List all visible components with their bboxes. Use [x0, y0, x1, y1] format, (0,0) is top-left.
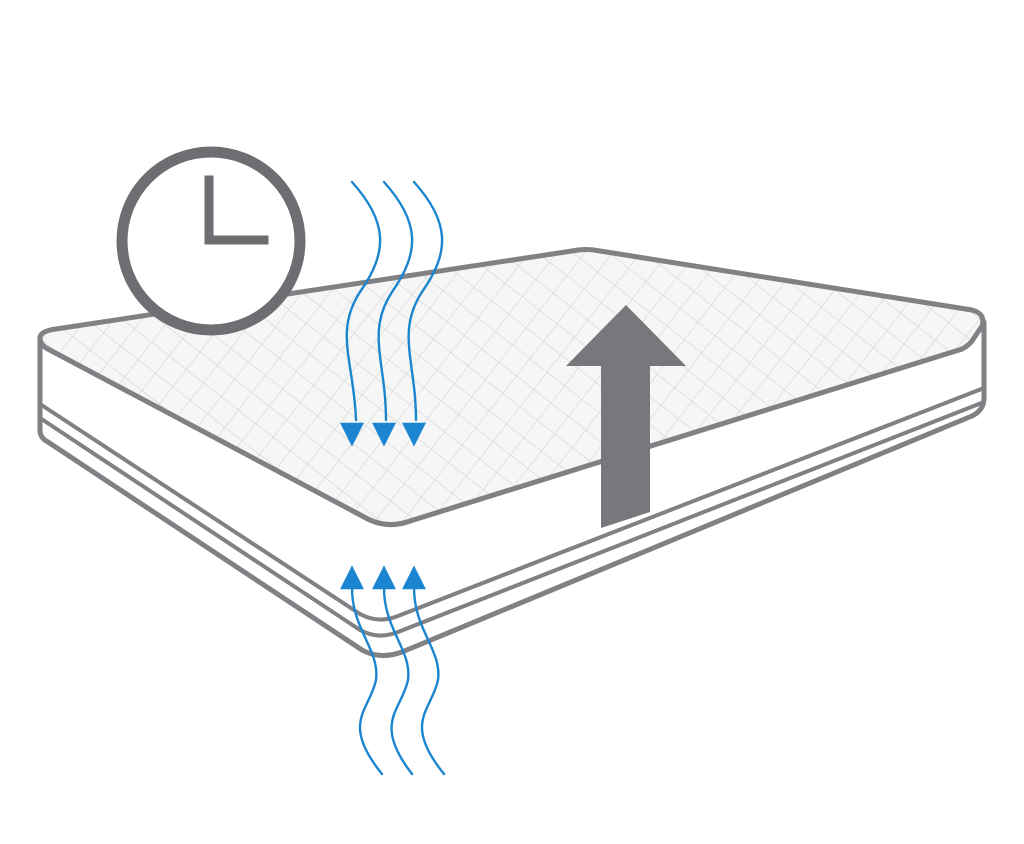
mattress-seam-lower	[38, 400, 985, 638]
mattress-seam-upper	[38, 386, 985, 622]
clock-icon	[116, 146, 306, 336]
airflow-up-arrows-icon	[340, 565, 446, 776]
mattress-top-outline	[37, 247, 986, 527]
up-arrow-icon	[566, 305, 686, 528]
airflow-down-arrows-icon	[340, 180, 444, 447]
mattress	[37, 247, 987, 658]
